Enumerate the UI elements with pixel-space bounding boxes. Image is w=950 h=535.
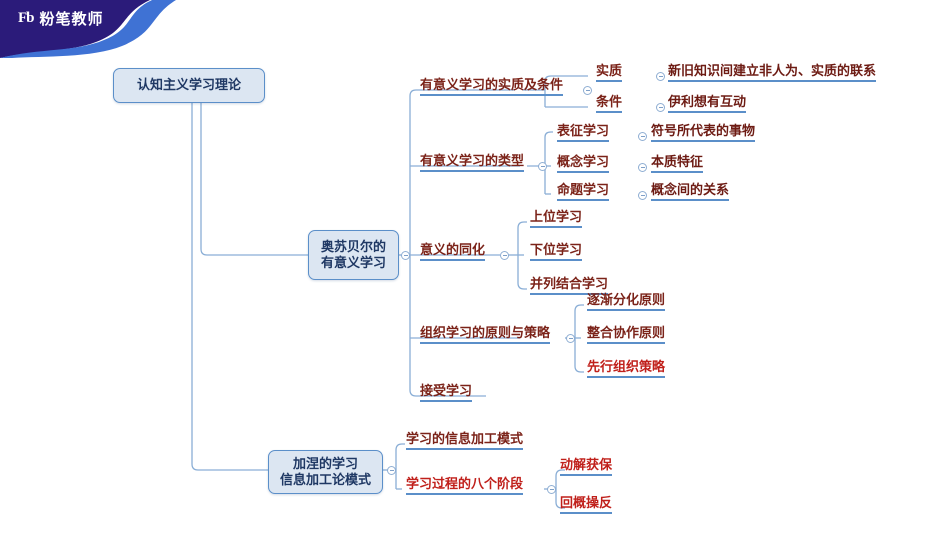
toggle-concept[interactable] xyxy=(638,163,647,172)
node-meaningful-learning-types[interactable]: 有意义学习的类型 xyxy=(420,154,525,172)
branch-node-ausubel-line1: 奥苏贝尔的 xyxy=(320,238,386,254)
node-combinatorial-learning[interactable]: 并列结合学习 xyxy=(530,277,609,295)
node-integrative-reconciliation[interactable]: 整合协作原则 xyxy=(587,326,666,344)
node-phases-mnemonic-2[interactable]: 回概操反 xyxy=(560,496,613,514)
toggle-gagne[interactable] xyxy=(387,466,396,475)
node-condition[interactable]: 条件 xyxy=(596,95,623,113)
branch-node-gagne-line2: 信息加工论模式 xyxy=(279,472,371,487)
node-eight-phases[interactable]: 学习过程的八个阶段 xyxy=(406,477,524,495)
node-reception-learning[interactable]: 接受学习 xyxy=(420,384,473,402)
node-information-processing-model[interactable]: 学习的信息加工模式 xyxy=(406,432,524,450)
toggle-types-group[interactable] xyxy=(538,162,547,171)
node-phases-mnemonic-1[interactable]: 动解获保 xyxy=(560,458,613,476)
branch-node-ausubel[interactable]: 奥苏贝尔的 有意义学习 xyxy=(308,230,399,280)
node-essence[interactable]: 实质 xyxy=(596,64,623,82)
branch-node-ausubel-line2: 有意义学习 xyxy=(320,255,386,270)
node-advance-organizer[interactable]: 先行组织策略 xyxy=(587,360,666,378)
node-assimilation-of-meaning[interactable]: 意义的同化 xyxy=(420,243,486,261)
node-proposition-learning[interactable]: 命题学习 xyxy=(557,183,610,201)
node-progressive-differentiation[interactable]: 逐渐分化原则 xyxy=(587,293,666,311)
toggle-ausubel[interactable] xyxy=(401,251,410,260)
node-condition-detail[interactable]: 伊利想有互动 xyxy=(668,95,747,113)
node-representational-learning[interactable]: 表征学习 xyxy=(557,124,610,142)
root-node[interactable]: 认知主义学习理论 xyxy=(113,68,265,103)
node-subordinate-learning[interactable]: 下位学习 xyxy=(530,243,583,261)
node-representational-learning-detail[interactable]: 符号所代表的事物 xyxy=(651,124,756,142)
toggle-essence[interactable] xyxy=(656,72,665,81)
toggle-proposition[interactable] xyxy=(638,191,647,200)
root-node-label: 认知主义学习理论 xyxy=(136,77,241,93)
toggle-condition[interactable] xyxy=(656,103,665,112)
toggle-representational[interactable] xyxy=(638,132,647,141)
branch-node-gagne[interactable]: 加涅的学习 信息加工论模式 xyxy=(268,450,383,494)
node-organizing-principles[interactable]: 组织学习的原则与策略 xyxy=(420,326,551,344)
toggle-assimilation[interactable] xyxy=(500,251,509,260)
toggle-organizing[interactable] xyxy=(566,334,575,343)
node-superordinate-learning[interactable]: 上位学习 xyxy=(530,210,583,228)
node-meaningful-learning-essence[interactable]: 有意义学习的实质及条件 xyxy=(420,78,564,96)
node-concept-learning-detail[interactable]: 本质特征 xyxy=(651,155,704,173)
toggle-essence-group[interactable] xyxy=(583,86,592,95)
branch-node-gagne-line1: 加涅的学习 xyxy=(292,455,358,471)
node-essence-detail[interactable]: 新旧知识间建立非人为、实质的联系 xyxy=(668,64,877,82)
node-proposition-learning-detail[interactable]: 概念间的关系 xyxy=(651,183,730,201)
node-concept-learning[interactable]: 概念学习 xyxy=(557,155,610,173)
toggle-eight-phases[interactable] xyxy=(547,485,556,494)
